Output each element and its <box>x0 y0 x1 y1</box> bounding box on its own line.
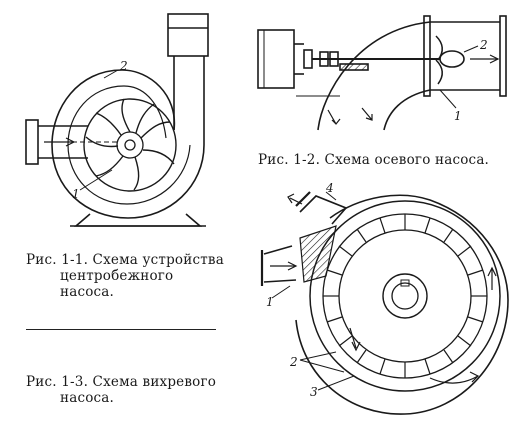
fig1-caption-line2: центробежного насоса. <box>60 268 174 300</box>
centrifugal-pump-diagram <box>25 13 209 227</box>
fig3-caption-line2: насоса. <box>60 390 115 406</box>
axial-impeller-hub <box>439 50 465 68</box>
discharge-pipe <box>167 13 209 57</box>
volute-casing <box>51 69 205 219</box>
fig1-label-1: 1 <box>72 187 80 201</box>
fig3-label-2: 2 <box>289 355 298 369</box>
fig3-caption: Рис. 1-3. Схема вихревого насоса. <box>26 374 231 406</box>
vortex-pump-diagram <box>260 191 509 415</box>
impeller-cells <box>323 214 487 378</box>
fig2-caption: Рис. 1-2. Схема осевого насоса. <box>258 152 490 168</box>
fig2-label-2: 2 <box>479 38 488 52</box>
suction-flange <box>25 119 39 165</box>
fig1-caption: Рис. 1-1. Схема устройства центробежного… <box>26 252 231 300</box>
vortex-impeller <box>322 213 488 379</box>
divider-rule <box>26 329 216 330</box>
fig1-caption-line1: Рис. 1-1. Схема устройства <box>26 252 224 268</box>
fig3-caption-line1: Рис. 1-3. Схема вихревого <box>26 374 217 390</box>
fig3-label-1: 1 <box>266 295 274 309</box>
hatched-separator <box>299 225 337 283</box>
fig3-label-3: 3 <box>310 385 318 399</box>
pump-base <box>73 213 203 227</box>
motor <box>257 29 295 89</box>
outlet-pipe <box>299 195 348 225</box>
impeller <box>83 98 177 192</box>
fig3-label-4: 4 <box>325 181 334 195</box>
elbow-pipe <box>317 21 431 131</box>
fig1-label-2: 2 <box>119 59 128 73</box>
fig2-label-1: 1 <box>454 109 462 123</box>
axial-pump-diagram <box>257 15 507 131</box>
impeller-blades <box>85 98 175 191</box>
vortex-casing <box>295 194 509 415</box>
